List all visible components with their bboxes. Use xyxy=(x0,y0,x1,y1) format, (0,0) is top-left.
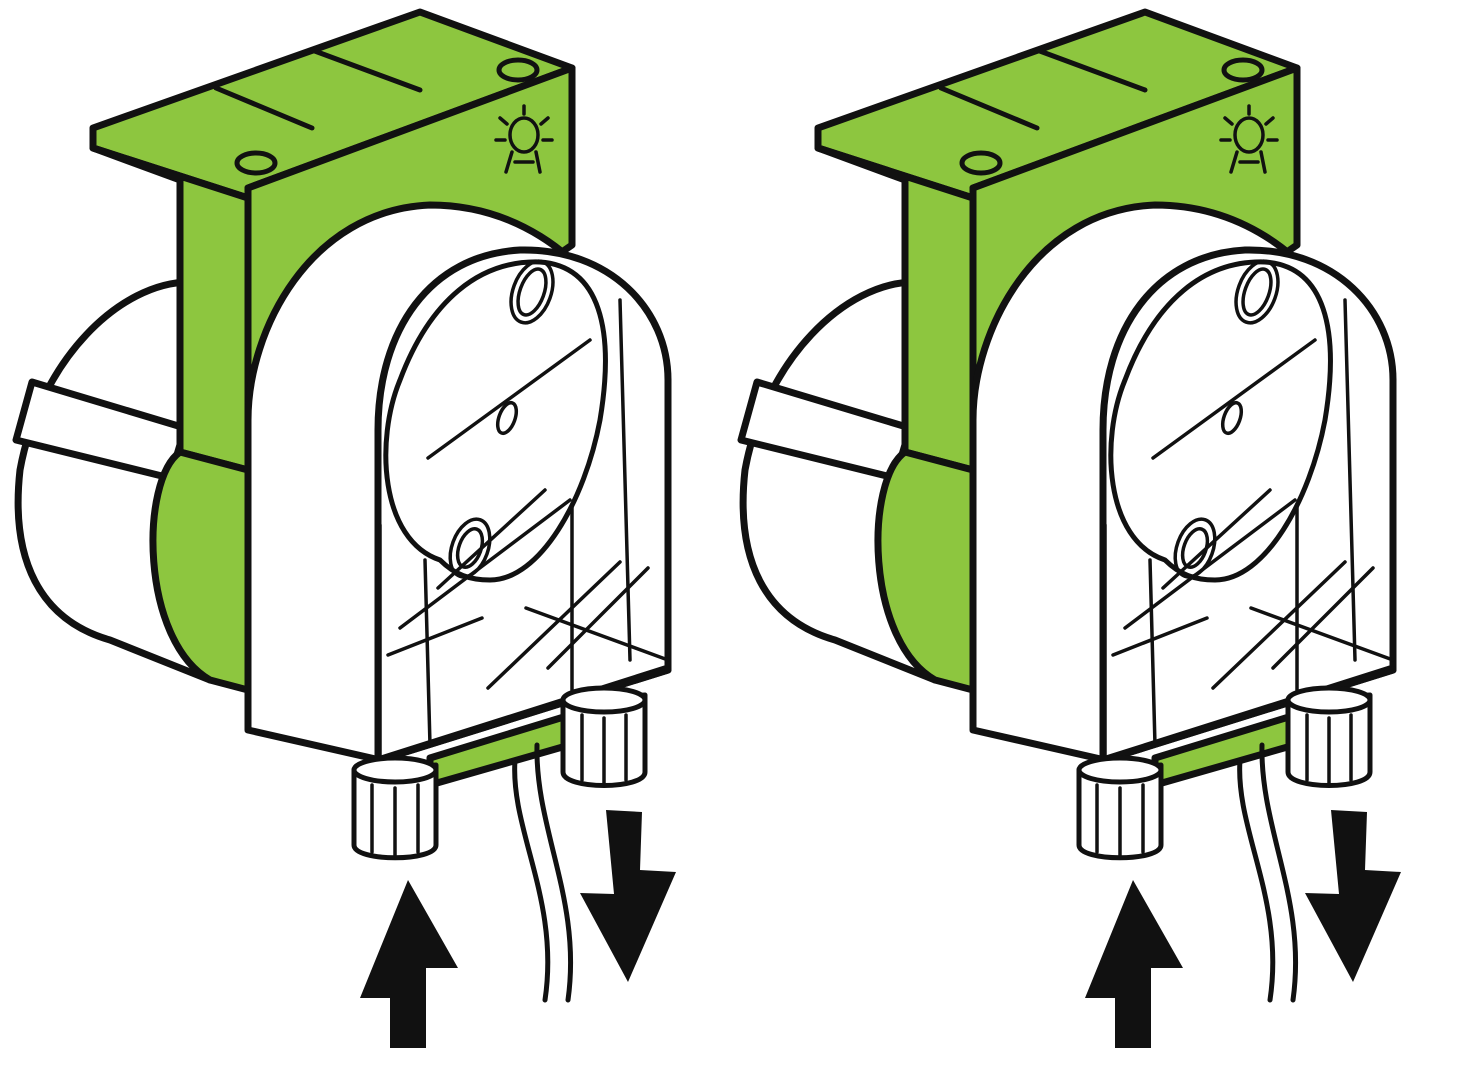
pump-left xyxy=(16,12,676,1048)
pump-right xyxy=(741,12,1401,1048)
